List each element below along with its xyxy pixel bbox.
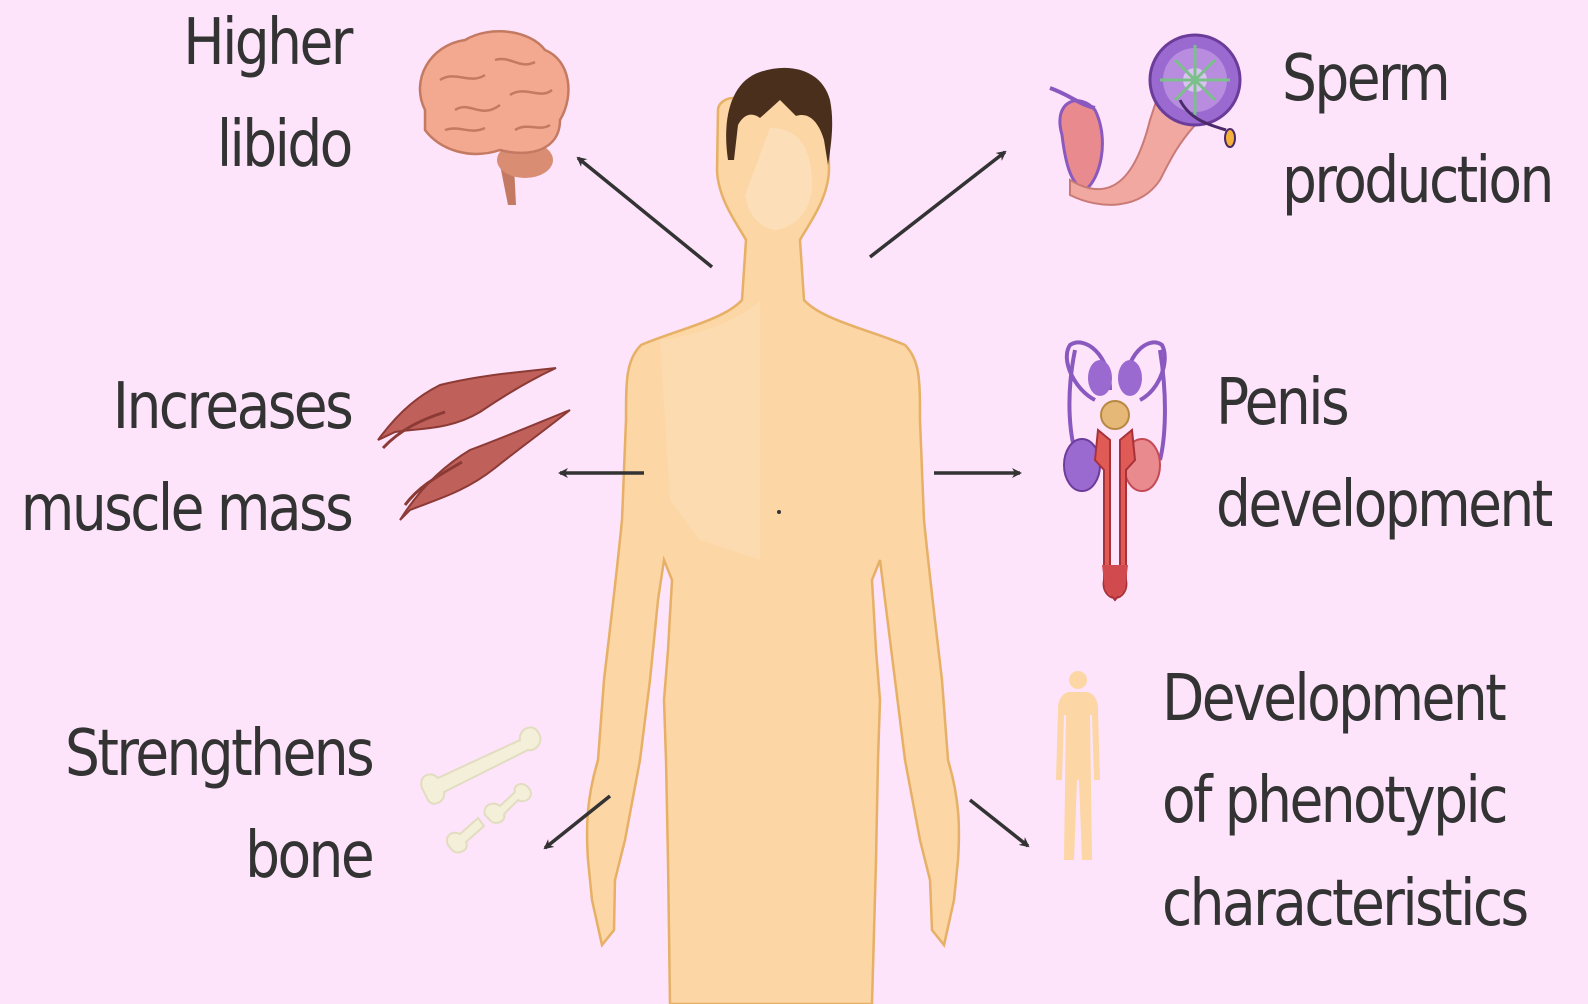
label-line: bone <box>65 805 372 907</box>
label-sperm-production: Sperm production <box>1282 28 1552 233</box>
label-line: Strengthens <box>65 703 372 805</box>
muscle-icon <box>378 368 570 520</box>
arrow-to-testis <box>870 152 1005 257</box>
label-higher-libido: Higher libido <box>183 0 351 197</box>
label-strengthens-bone: Strengthens bone <box>65 703 372 908</box>
brain-icon <box>420 31 568 205</box>
arrow-to-brain <box>578 158 712 267</box>
bone-icon <box>421 727 540 852</box>
label-line: production <box>1282 130 1552 232</box>
label-line: development <box>1216 454 1551 556</box>
label-phenotypic-characteristics: Development of phenotypic characteristic… <box>1162 648 1527 955</box>
arrow-to-mini-body <box>970 800 1028 846</box>
human-body-figure <box>587 68 959 1004</box>
testis-cross-section-icon <box>1050 35 1240 205</box>
label-penis-development: Penis development <box>1216 352 1551 557</box>
label-line: characteristics <box>1162 853 1527 955</box>
label-line: of phenotypic <box>1162 750 1527 852</box>
label-line: libido <box>183 94 351 196</box>
reproductive-system-icon <box>1064 342 1165 600</box>
navel <box>777 510 781 514</box>
label-line: Development <box>1162 648 1527 750</box>
mini-body-icon <box>1056 671 1100 860</box>
label-line: Higher <box>183 0 351 94</box>
label-line: Penis <box>1216 352 1551 454</box>
label-line: Increases <box>21 356 351 458</box>
label-line: muscle mass <box>21 458 351 560</box>
label-increases-muscle-mass: Increases muscle mass <box>21 356 351 561</box>
label-line: Sperm <box>1282 28 1552 130</box>
